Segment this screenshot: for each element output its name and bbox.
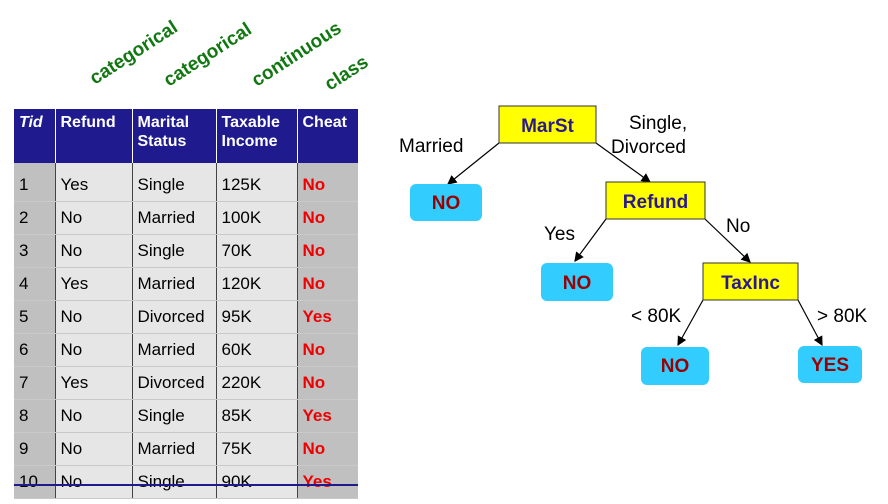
- leaf-tax-low-no: NO: [641, 347, 709, 385]
- header-tid: Tid: [14, 109, 56, 163]
- cell-cheat: No: [297, 432, 358, 466]
- leaf-married-no: NO: [410, 184, 482, 221]
- cell-taxable-income: 220K: [216, 366, 298, 400]
- cell-taxable-income: 100K: [216, 201, 298, 235]
- cell-cheat: Yes: [297, 399, 358, 433]
- cell-cheat: No: [297, 333, 358, 367]
- leaf-refund-yes-no-label: NO: [563, 273, 592, 294]
- cell-marital-status: Married: [132, 432, 217, 466]
- cell-taxable-income: 75K: [216, 432, 298, 466]
- edge-refund-yes: [574, 218, 607, 262]
- cell-cheat: No: [297, 234, 358, 268]
- edge-label-refund-yes: Yes: [544, 224, 575, 245]
- node-taxinc-label: TaxInc: [721, 273, 780, 294]
- cell-refund: No: [55, 300, 133, 334]
- cell-marital-status: Divorced: [132, 300, 217, 334]
- edge-marst-single-divorced: [595, 142, 651, 183]
- leaf-married-no-label: NO: [432, 193, 461, 214]
- leaf-tax-low-no-label: NO: [661, 356, 690, 377]
- table-header-row: Tid Refund Marital Status Taxable Income…: [14, 109, 358, 163]
- cell-tid: 3: [14, 234, 56, 268]
- edge-taxinc-high: [797, 299, 823, 347]
- cell-cheat: Yes: [297, 465, 358, 499]
- cell-refund: No: [55, 399, 133, 433]
- cell-tid: 8: [14, 399, 56, 433]
- cell-cheat: No: [297, 366, 358, 400]
- edge-marst-married: [447, 142, 500, 185]
- node-refund: Refund: [605, 181, 706, 220]
- cell-taxable-income: 90K: [216, 465, 298, 499]
- cell-taxable-income: 95K: [216, 300, 298, 334]
- cell-refund: Yes: [55, 267, 133, 301]
- edge-label-tax-high: > 80K: [817, 306, 868, 327]
- cell-tid: 5: [14, 300, 56, 334]
- cell-refund: No: [55, 201, 133, 235]
- leaf-tax-high-yes: YES: [798, 346, 862, 383]
- cell-marital-status: Married: [132, 333, 217, 367]
- edge-label-refund-no: No: [726, 216, 750, 237]
- cell-cheat: No: [297, 201, 358, 235]
- cell-tid: 2: [14, 201, 56, 235]
- header-cheat: Cheat: [297, 109, 358, 163]
- node-taxinc: TaxInc: [702, 262, 799, 301]
- node-refund-label: Refund: [623, 192, 688, 213]
- cell-marital-status: Divorced: [132, 366, 217, 400]
- cell-tid: 4: [14, 267, 56, 301]
- cell-refund: Yes: [55, 163, 133, 202]
- edge-label-single: Single,: [629, 113, 687, 134]
- cell-taxable-income: 70K: [216, 234, 298, 268]
- cell-cheat: Yes: [297, 300, 358, 334]
- leaf-refund-yes-no: NO: [541, 263, 613, 301]
- header-taxable-income: Taxable Income: [216, 109, 298, 163]
- cell-refund: No: [55, 234, 133, 268]
- cell-tid: 1: [14, 163, 56, 202]
- cell-tid: 6: [14, 333, 56, 367]
- edge-label-divorced: Divorced: [611, 137, 686, 158]
- cell-marital-status: Single: [132, 399, 217, 433]
- cell-tid: 10: [14, 465, 56, 499]
- cell-refund: No: [55, 432, 133, 466]
- node-marst: MarSt: [498, 105, 597, 144]
- edge-taxinc-low: [677, 299, 704, 347]
- cell-refund: Yes: [55, 366, 133, 400]
- edge-label-married: Married: [399, 136, 463, 157]
- training-data-table: Tid Refund Marital Status Taxable Income…: [14, 109, 358, 499]
- header-refund: Refund: [55, 109, 133, 163]
- node-marst-label: MarSt: [521, 116, 574, 137]
- cell-taxable-income: 125K: [216, 163, 298, 202]
- cell-marital-status: Single: [132, 465, 217, 499]
- cell-tid: 7: [14, 366, 56, 400]
- cell-taxable-income: 120K: [216, 267, 298, 301]
- header-marital-status: Marital Status: [132, 109, 217, 163]
- cell-cheat: No: [297, 267, 358, 301]
- leaf-tax-high-yes-label: YES: [811, 355, 849, 376]
- cell-marital-status: Married: [132, 201, 217, 235]
- cell-marital-status: Single: [132, 163, 217, 202]
- cell-refund: No: [55, 333, 133, 367]
- cell-tid: 9: [14, 432, 56, 466]
- edge-label-tax-low: < 80K: [631, 306, 682, 327]
- cell-taxable-income: 85K: [216, 399, 298, 433]
- cell-marital-status: Single: [132, 234, 217, 268]
- cell-cheat: No: [297, 163, 358, 202]
- cell-taxable-income: 60K: [216, 333, 298, 367]
- cell-marital-status: Married: [132, 267, 217, 301]
- edge-refund-no: [704, 218, 751, 263]
- cell-refund: No: [55, 465, 133, 499]
